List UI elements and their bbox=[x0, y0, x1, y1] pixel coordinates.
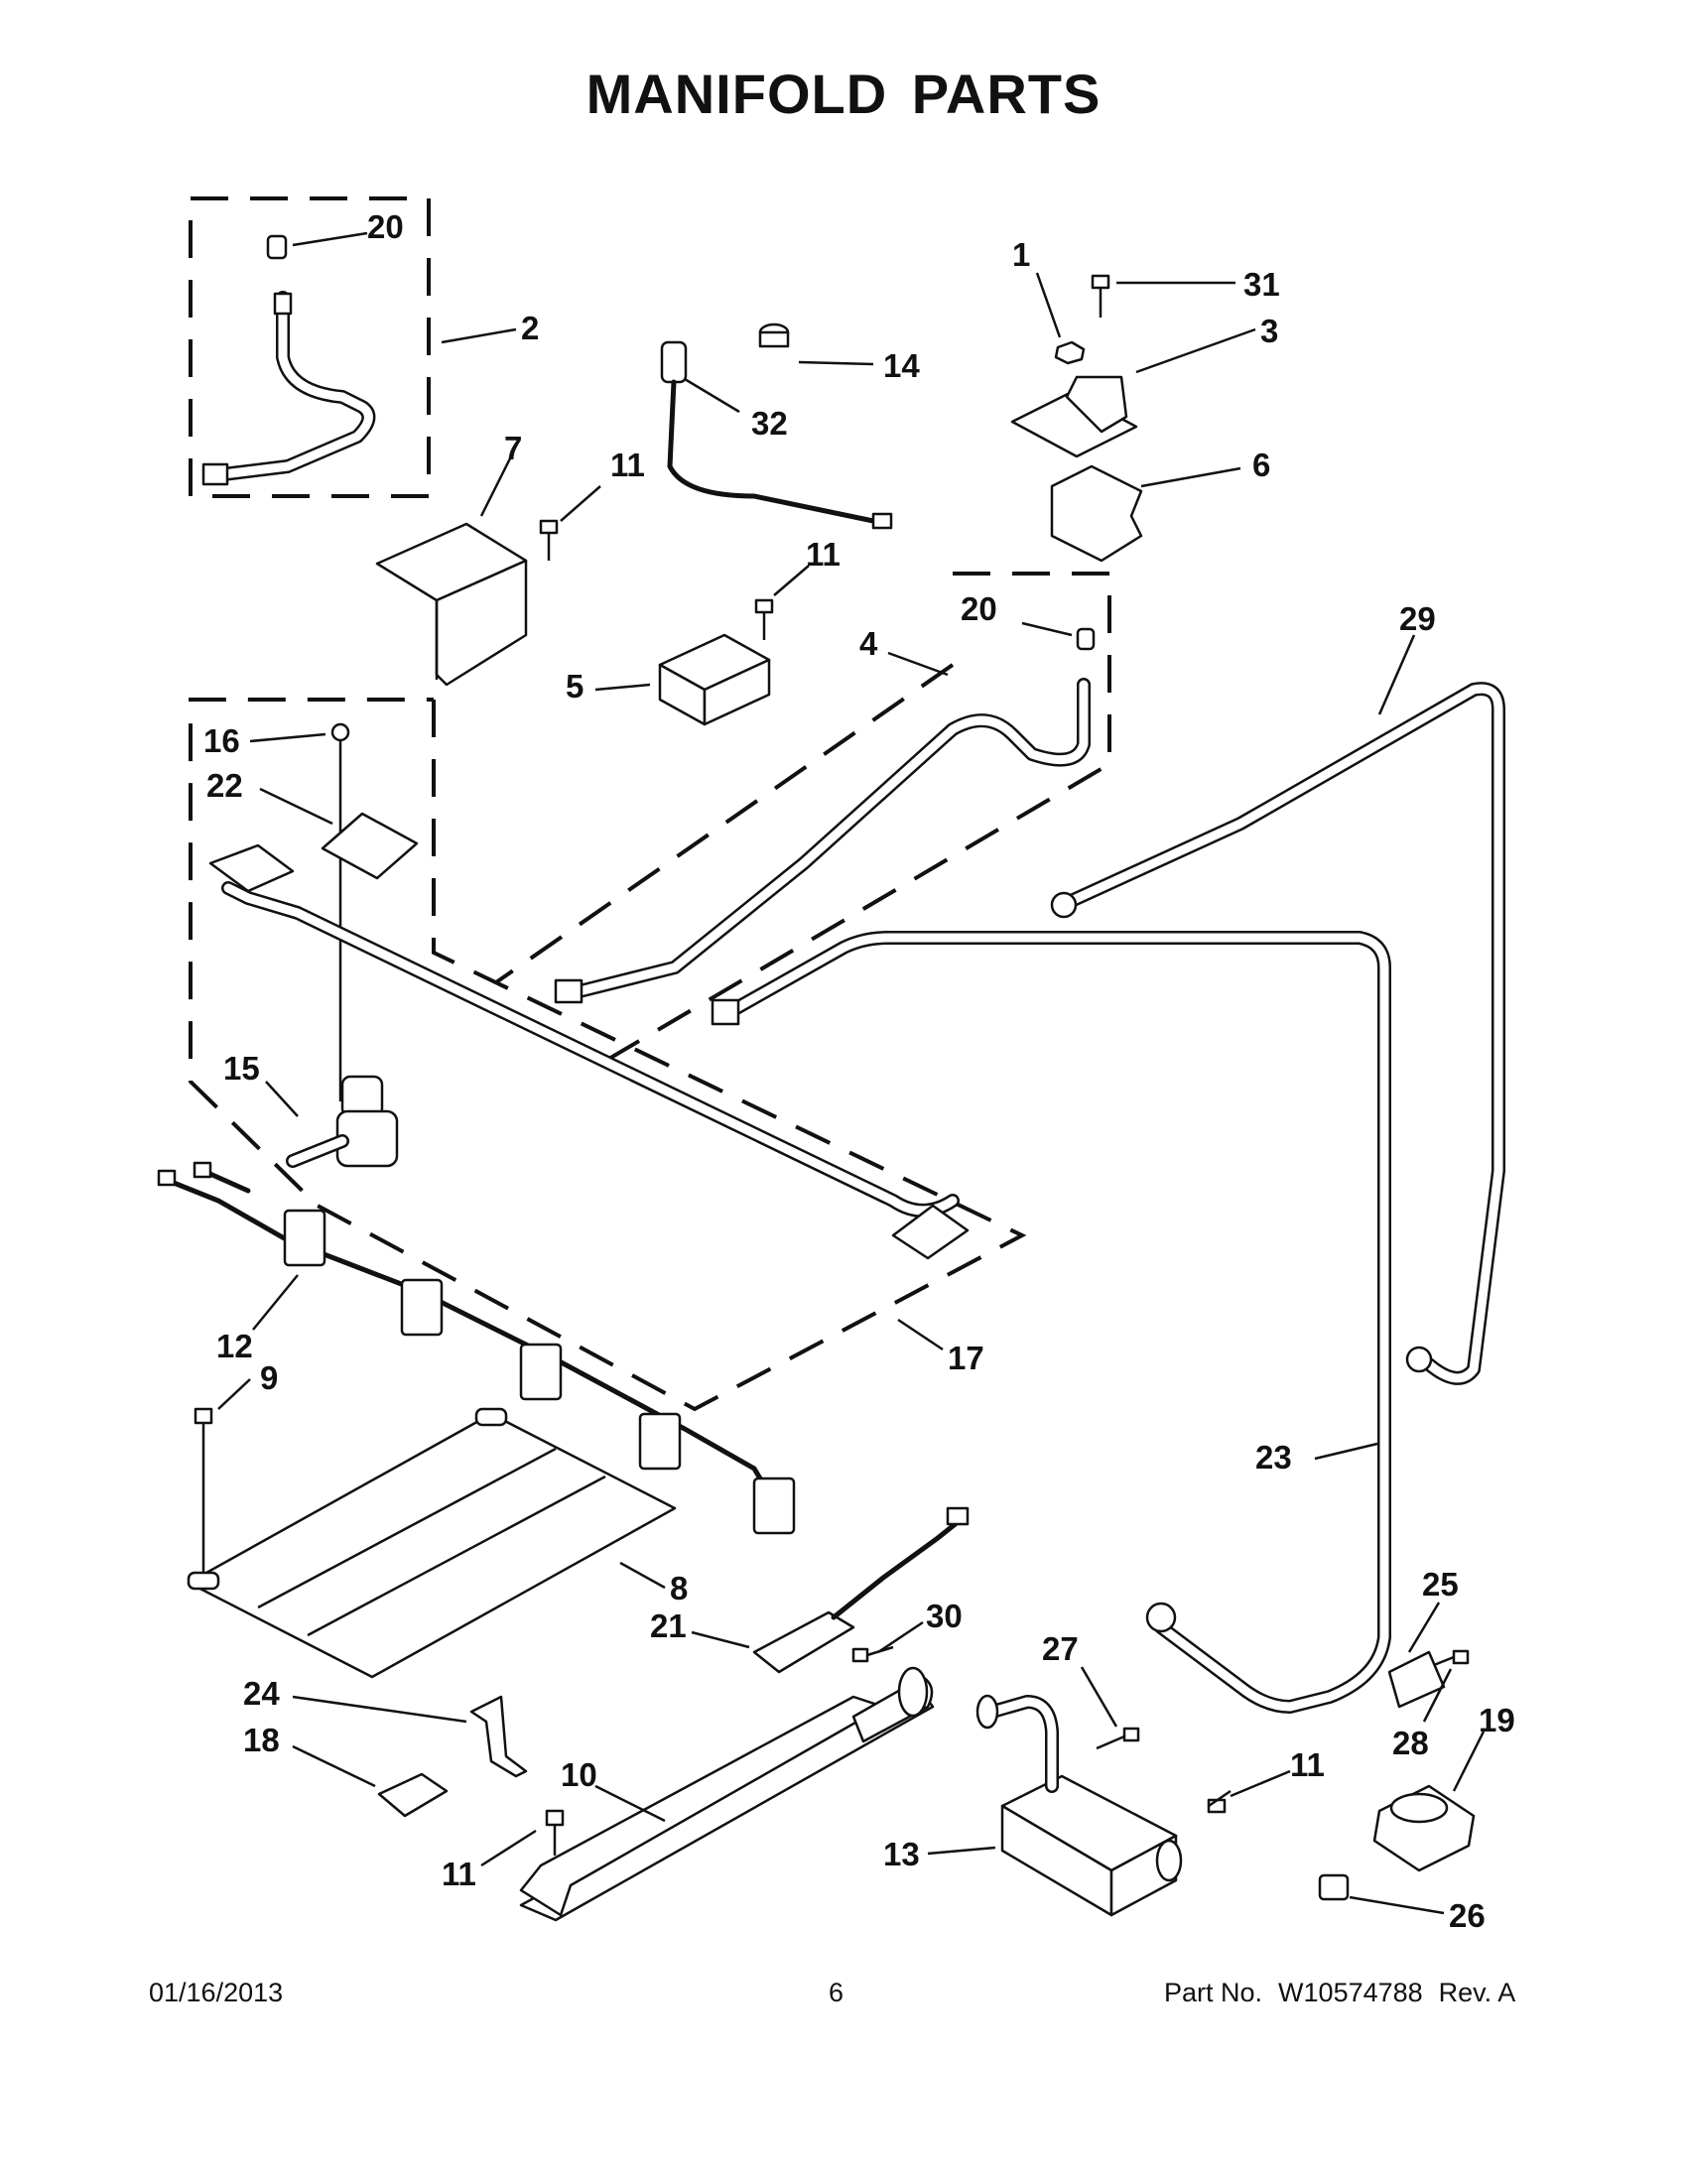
screw-part-27 bbox=[1096, 1727, 1140, 1750]
callout-21: 21 bbox=[650, 1607, 687, 1644]
callout-15: 15 bbox=[223, 1050, 260, 1087]
clip-part-18 bbox=[377, 1772, 449, 1818]
screw-part-11-mid bbox=[754, 598, 774, 640]
burner-part-10 bbox=[519, 1666, 935, 1922]
footer-part-number-value: W10574788 bbox=[1278, 1978, 1423, 2007]
callout-9: 9 bbox=[260, 1359, 278, 1396]
callout-10: 10 bbox=[561, 1756, 597, 1793]
fitting-part-20-right bbox=[1076, 627, 1096, 651]
burner-base-part-13 bbox=[1000, 1774, 1183, 1917]
callout-7: 7 bbox=[504, 430, 522, 466]
callout-20-top: 20 bbox=[367, 208, 404, 245]
tube-part-23 bbox=[711, 931, 1391, 1714]
clip-part-24 bbox=[469, 1695, 528, 1778]
tube-part-2 bbox=[201, 291, 376, 486]
callout-4: 4 bbox=[859, 625, 878, 662]
callout-18: 18 bbox=[243, 1722, 280, 1758]
screw-part-28 bbox=[1428, 1649, 1470, 1669]
shield-part-7 bbox=[375, 522, 528, 687]
callout-24: 24 bbox=[243, 1675, 280, 1712]
valve-part-15 bbox=[286, 1075, 399, 1168]
screw-part-11-top bbox=[539, 519, 559, 561]
callout-11-bottom: 11 bbox=[442, 1856, 476, 1892]
footer-date: 01/16/2013 bbox=[149, 1978, 284, 2007]
plate-part-8 bbox=[187, 1407, 677, 1679]
tube-part-4 bbox=[554, 678, 1091, 1004]
grommet-part-14 bbox=[758, 322, 790, 348]
callout-22: 22 bbox=[206, 767, 243, 804]
screw-part-9 bbox=[194, 1407, 213, 1573]
callout-14: 14 bbox=[883, 347, 920, 384]
callout-labels: 20 2 1 31 3 14 32 6 7 11 11 20 4 29 5 16… bbox=[203, 208, 1515, 1934]
callout-23: 23 bbox=[1255, 1439, 1292, 1476]
elbow-part-27 bbox=[975, 1694, 1059, 1793]
fitting-part-20-top bbox=[266, 234, 288, 260]
tube-part-29 bbox=[1050, 682, 1505, 1385]
bracket-part-3 bbox=[1010, 375, 1138, 458]
dashed-group-part-17 bbox=[189, 698, 1027, 1412]
callout-26: 26 bbox=[1449, 1897, 1486, 1934]
bracket-part-6 bbox=[1050, 464, 1143, 563]
sensor-part-32 bbox=[660, 340, 893, 530]
callout-13: 13 bbox=[883, 1836, 920, 1872]
footer-revision: Rev. A bbox=[1438, 1978, 1516, 2007]
dashed-group-part-4-lower bbox=[494, 663, 955, 984]
callout-5: 5 bbox=[566, 668, 584, 705]
callout-11-mid: 11 bbox=[806, 536, 841, 573]
leader-lines bbox=[217, 231, 1486, 1915]
screw-part-11-bottom bbox=[545, 1809, 565, 1856]
callout-17: 17 bbox=[948, 1340, 984, 1376]
footer-part-number: Part No. W10574788 Rev. A bbox=[1164, 1978, 1531, 2008]
callout-6: 6 bbox=[1252, 447, 1270, 483]
callout-3: 3 bbox=[1260, 313, 1278, 349]
callout-11-top: 11 bbox=[610, 447, 645, 483]
group-boundaries bbox=[189, 196, 1111, 1412]
screw-part-16 bbox=[330, 722, 350, 1101]
callout-20-right: 20 bbox=[961, 590, 997, 627]
igniter-module-part-21 bbox=[752, 1506, 970, 1674]
page-title: MANIFOLD PARTS bbox=[585, 63, 1102, 125]
callout-19: 19 bbox=[1479, 1702, 1515, 1738]
footer-page-number: 6 bbox=[829, 1978, 844, 2007]
callout-27: 27 bbox=[1042, 1630, 1079, 1667]
switch-harness-part-12 bbox=[157, 1161, 796, 1535]
callout-12: 12 bbox=[216, 1328, 253, 1364]
screw-part-11-lower bbox=[1207, 1789, 1232, 1814]
regulator-part-19 bbox=[1372, 1784, 1476, 1872]
bracket-part-22 bbox=[321, 812, 419, 880]
screw-part-30 bbox=[851, 1645, 894, 1663]
dashed-group-part-4 bbox=[593, 572, 1111, 1069]
callout-28: 28 bbox=[1392, 1725, 1429, 1761]
callout-16: 16 bbox=[203, 722, 240, 759]
screw-part-31 bbox=[1091, 274, 1110, 318]
manifold-pipe-part-17 bbox=[208, 843, 970, 1260]
callout-31: 31 bbox=[1243, 266, 1280, 303]
callout-11-lower: 11 bbox=[1290, 1746, 1325, 1783]
screws bbox=[194, 274, 1470, 1856]
callout-1: 1 bbox=[1012, 236, 1030, 273]
footer-part-label: Part No. bbox=[1164, 1978, 1263, 2007]
dashed-group-part-2 bbox=[189, 196, 431, 498]
callout-30: 30 bbox=[926, 1598, 963, 1634]
bracket-part-25 bbox=[1387, 1650, 1446, 1709]
callout-8: 8 bbox=[670, 1570, 688, 1606]
nut-part-1 bbox=[1054, 340, 1086, 365]
callout-2: 2 bbox=[521, 310, 539, 346]
callout-25: 25 bbox=[1422, 1566, 1459, 1603]
callout-29: 29 bbox=[1399, 600, 1436, 637]
callout-32: 32 bbox=[751, 405, 788, 442]
terminal-block-part-5 bbox=[658, 633, 771, 726]
fitting-part-26 bbox=[1318, 1873, 1350, 1901]
